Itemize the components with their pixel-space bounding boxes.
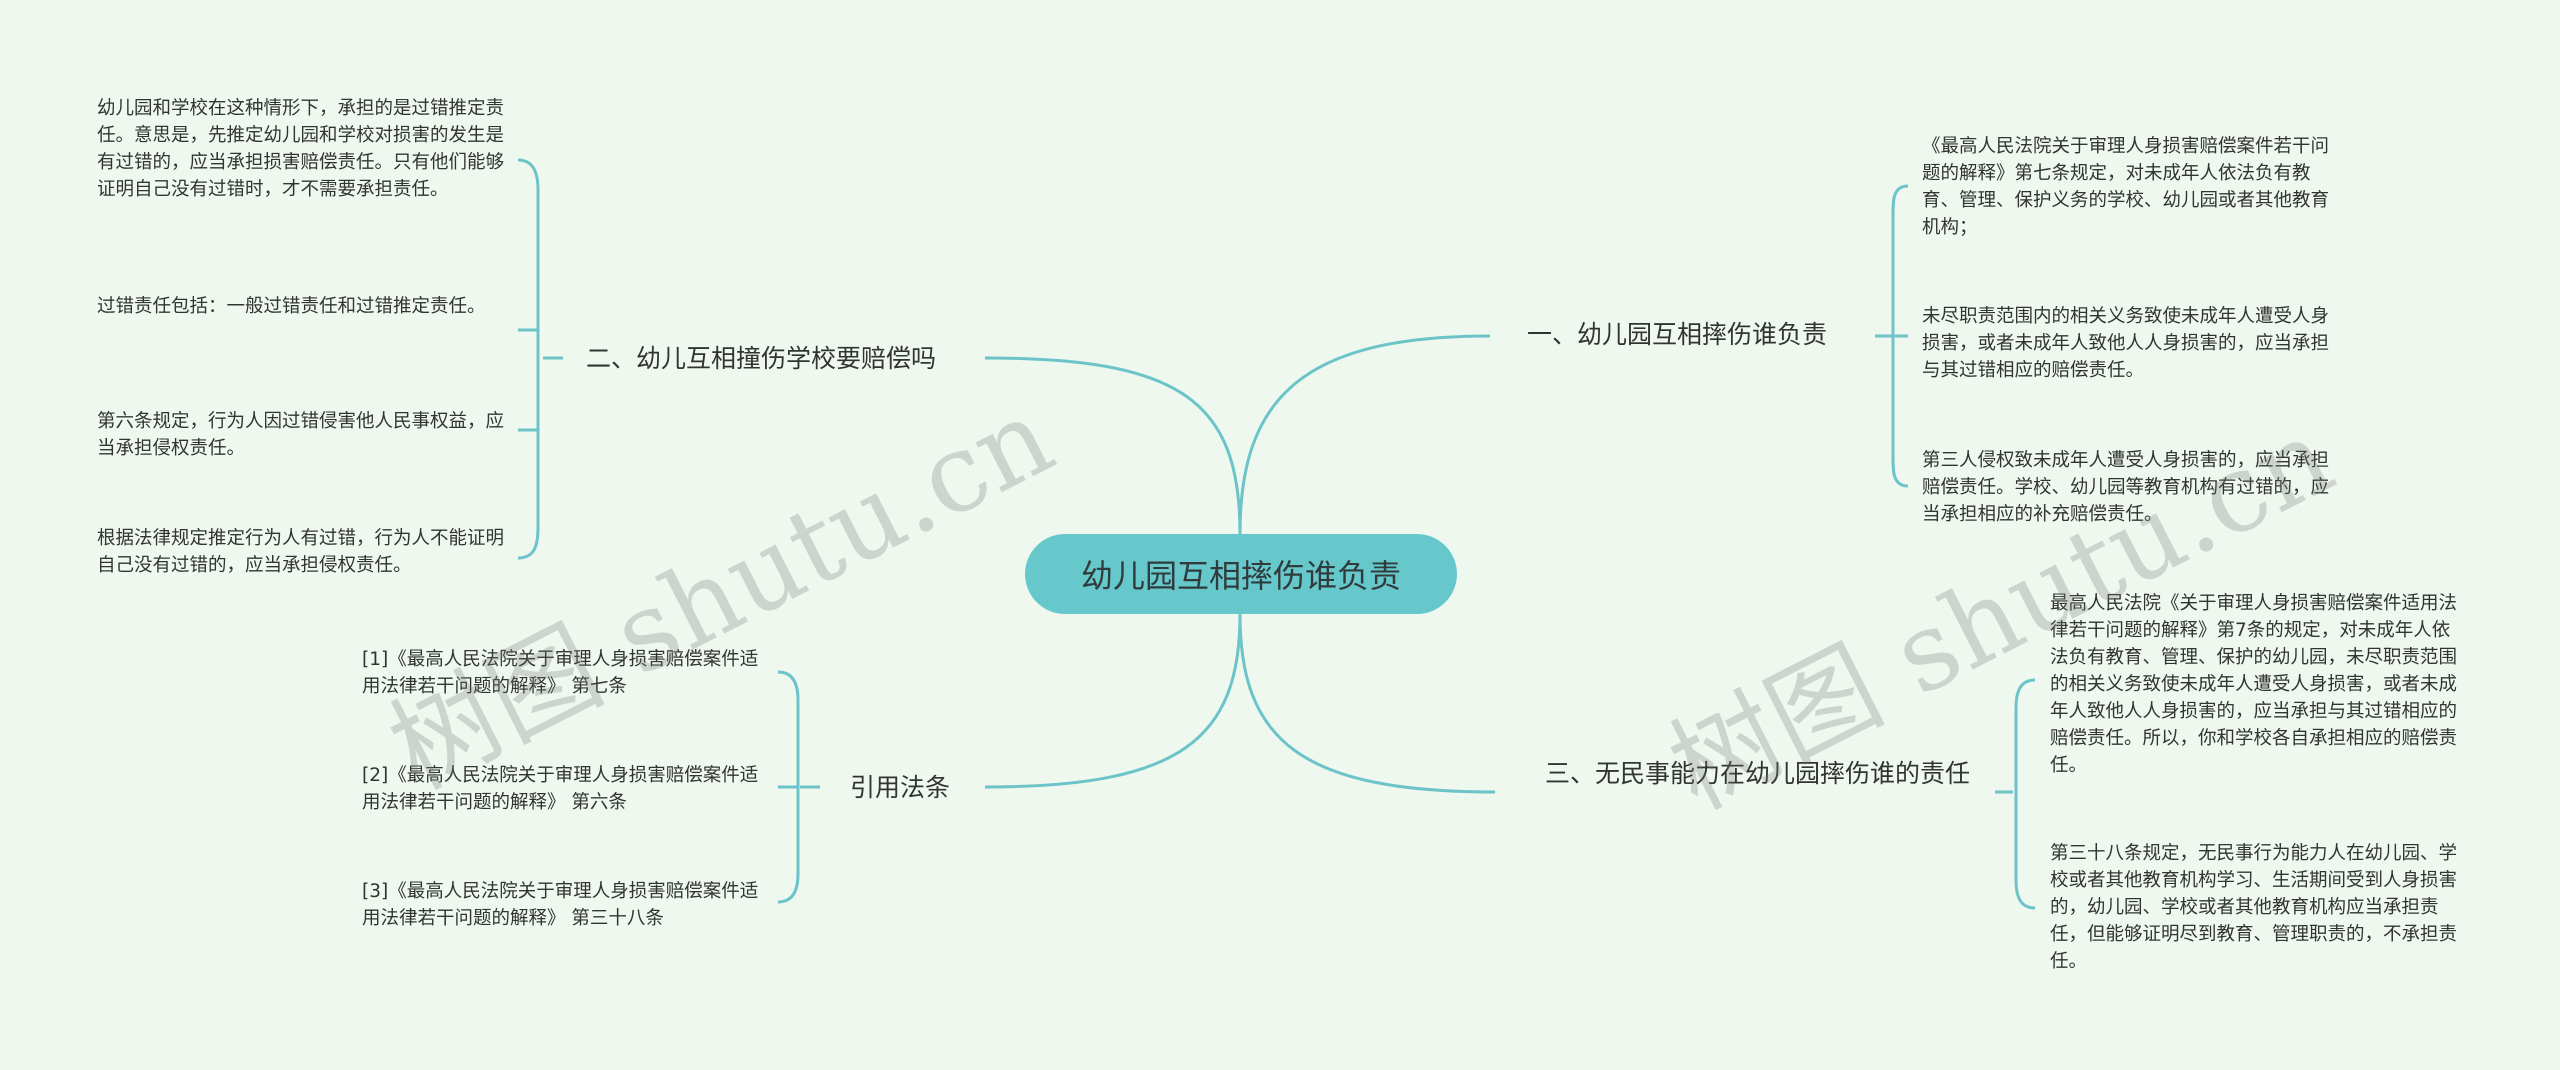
- branch-4-leaf-1[interactable]: [1]《最高人民法院关于审理人身损害赔偿案件适用法律若干问题的解释》 第七条: [362, 646, 772, 700]
- leaf-text: 幼儿园和学校在这种情形下，承担的是过错推定责任。意思是，先推定幼儿园和学校对损害…: [97, 98, 505, 200]
- leaf-text: 未尽职责范围内的相关义务致使未成年人遭受人身损害，或者未成年人致他人人身损害的，…: [1922, 306, 2330, 381]
- branch-1-label: 一、幼儿园互相摔伤谁负责: [1527, 320, 1828, 349]
- branch-2-leaf-3[interactable]: 第六条规定，行为人因过错侵害他人民事权益，应当承担侵权责任。: [97, 408, 515, 462]
- connector-root-branch-4: [984, 613, 1242, 789]
- branch-2-label: 二、幼儿互相撞伤学校要赔偿吗: [586, 344, 937, 373]
- branch-4-leaf-3[interactable]: [3]《最高人民法院关于审理人身损害赔偿案件适用法律若干问题的解释》 第三十八条: [362, 878, 772, 932]
- leaf-text: [1]《最高人民法院关于审理人身损害赔偿案件适用法律若干问题的解释》 第七条: [362, 649, 759, 697]
- connector-root-branch-1: [1238, 334, 1491, 535]
- branch-2-leaf-2[interactable]: 过错责任包括：一般过错责任和过错推定责任。: [97, 293, 515, 320]
- branch-1-leaf-2[interactable]: 未尽职责范围内的相关义务致使未成年人遭受人身损害，或者未成年人致他人人身损害的，…: [1922, 303, 2338, 384]
- branch-3-leaf-2[interactable]: 第三十八条规定，无民事行为能力人在幼儿园、学校或者其他教育机构学习、生活期间受到…: [2050, 840, 2466, 975]
- branch-4-label: 引用法条: [850, 773, 951, 802]
- leaf-text: 过错责任包括：一般过错责任和过错推定责任。: [97, 296, 486, 317]
- leaf-text: 《最高人民法院关于审理人身损害赔偿案件若干问题的解释》第七条规定，对未成年人依法…: [1922, 136, 2330, 238]
- leaf-text: 最高人民法院《关于审理人身损害赔偿案件适用法律若干问题的解释》第7条的规定，对未…: [2050, 593, 2458, 776]
- root-label: 幼儿园互相摔伤谁负责: [1080, 557, 1401, 595]
- leaf-text: 第三十八条规定，无民事行为能力人在幼儿园、学校或者其他教育机构学习、生活期间受到…: [2050, 843, 2458, 972]
- leaf-text: [3]《最高人民法院关于审理人身损害赔偿案件适用法律若干问题的解释》 第三十八条: [362, 881, 759, 929]
- bracket-branch-3: [2014, 678, 2036, 910]
- connector-root-branch-3: [1238, 613, 1496, 794]
- branch-1-node[interactable]: 一、幼儿园互相摔伤谁负责: [1527, 318, 1827, 352]
- branch-2-node[interactable]: 二、幼儿互相撞伤学校要赔偿吗: [586, 342, 936, 376]
- branch-1-leaf-3[interactable]: 第三人侵权致未成年人遭受人身损害的，应当承担赔偿责任。学校、幼儿园等教育机构有过…: [1922, 447, 2338, 528]
- connector-root-branch-2: [984, 356, 1242, 535]
- branch-1-leaf-1[interactable]: 《最高人民法院关于审理人身损害赔偿案件若干问题的解释》第七条规定，对未成年人依法…: [1922, 133, 2338, 241]
- branch-4-leaf-2[interactable]: [2]《最高人民法院关于审理人身损害赔偿案件适用法律若干问题的解释》 第六条: [362, 762, 772, 816]
- branch-3-node[interactable]: 三、无民事能力在幼儿园摔伤谁的责任: [1545, 757, 1985, 791]
- branch-2-leaf-4[interactable]: 根据法律规定推定行为人有过错，行为人不能证明自己没有过错的，应当承担侵权责任。: [97, 525, 515, 579]
- bracket-branch-2: [517, 158, 540, 560]
- leaf-text: 根据法律规定推定行为人有过错，行为人不能证明自己没有过错的，应当承担侵权责任。: [97, 528, 505, 576]
- leaf-text: 第三人侵权致未成年人遭受人身损害的，应当承担赔偿责任。学校、幼儿园等教育机构有过…: [1922, 450, 2330, 525]
- leaf-text: 第六条规定，行为人因过错侵害他人民事权益，应当承担侵权责任。: [97, 411, 505, 459]
- branch-2-leaf-1[interactable]: 幼儿园和学校在这种情形下，承担的是过错推定责任。意思是，先推定幼儿园和学校对损害…: [97, 95, 515, 203]
- branch-3-label: 三、无民事能力在幼儿园摔伤谁的责任: [1545, 759, 1971, 788]
- branch-4-node[interactable]: 引用法条: [850, 771, 950, 805]
- leaf-text: [2]《最高人民法院关于审理人身损害赔偿案件适用法律若干问题的解释》 第六条: [362, 765, 759, 813]
- branch-3-leaf-1[interactable]: 最高人民法院《关于审理人身损害赔偿案件适用法律若干问题的解释》第7条的规定，对未…: [2050, 590, 2466, 779]
- root-node[interactable]: 幼儿园互相摔伤谁负责: [1025, 534, 1457, 614]
